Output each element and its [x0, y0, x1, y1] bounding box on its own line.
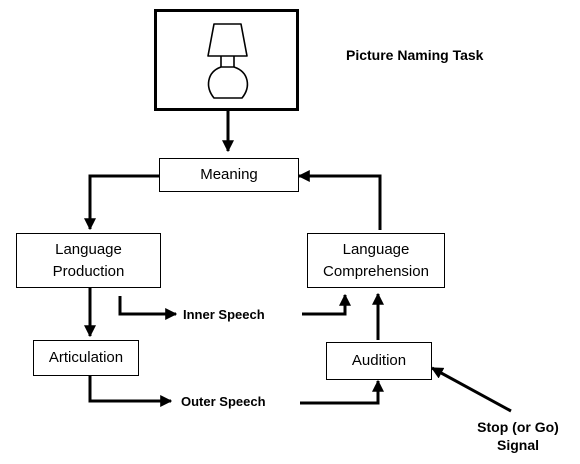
- diagram-title: Picture Naming Task: [346, 47, 484, 63]
- language-comprehension-label-line-1: Language: [342, 240, 410, 258]
- language-production-label-line-1: Language: [55, 240, 122, 258]
- inner-speech-label: Inner Speech: [183, 307, 265, 322]
- arrow-inner-speech-to-comprehension: [302, 293, 351, 316]
- stop-signal-label-line-2: Signal: [496, 437, 539, 453]
- lamp-icon: [207, 23, 249, 99]
- audition-box: Audition: [326, 342, 432, 380]
- arrow-meaning-to-production: [84, 174, 159, 231]
- arrow-production-to-inner-speech: [118, 296, 178, 320]
- audition-label: Audition: [351, 352, 407, 369]
- language-comprehension-label-line-2: Comprehension: [323, 262, 429, 280]
- language-production-label-line-2: Production: [52, 262, 125, 280]
- arrow-stop-signal-to-audition: [430, 366, 512, 413]
- articulation-box: Articulation: [33, 340, 139, 376]
- language-production-box: Language Production: [16, 233, 161, 288]
- arrow-articulation-to-outer-speech: [88, 375, 173, 407]
- articulation-label: Articulation: [48, 349, 124, 366]
- stop-signal-label-line-1: Stop (or Go): [477, 419, 559, 435]
- outer-speech-label: Outer Speech: [181, 394, 266, 409]
- picture-frame: [154, 9, 299, 111]
- arrow-comprehension-to-meaning: [297, 170, 382, 230]
- meaning-label: Meaning: [200, 166, 258, 183]
- stop-signal-label: Stop (or Go) Signal: [462, 418, 574, 454]
- meaning-box: Meaning: [159, 158, 299, 192]
- arrow-outer-speech-to-audition: [300, 379, 384, 405]
- language-comprehension-box: Language Comprehension: [307, 233, 445, 288]
